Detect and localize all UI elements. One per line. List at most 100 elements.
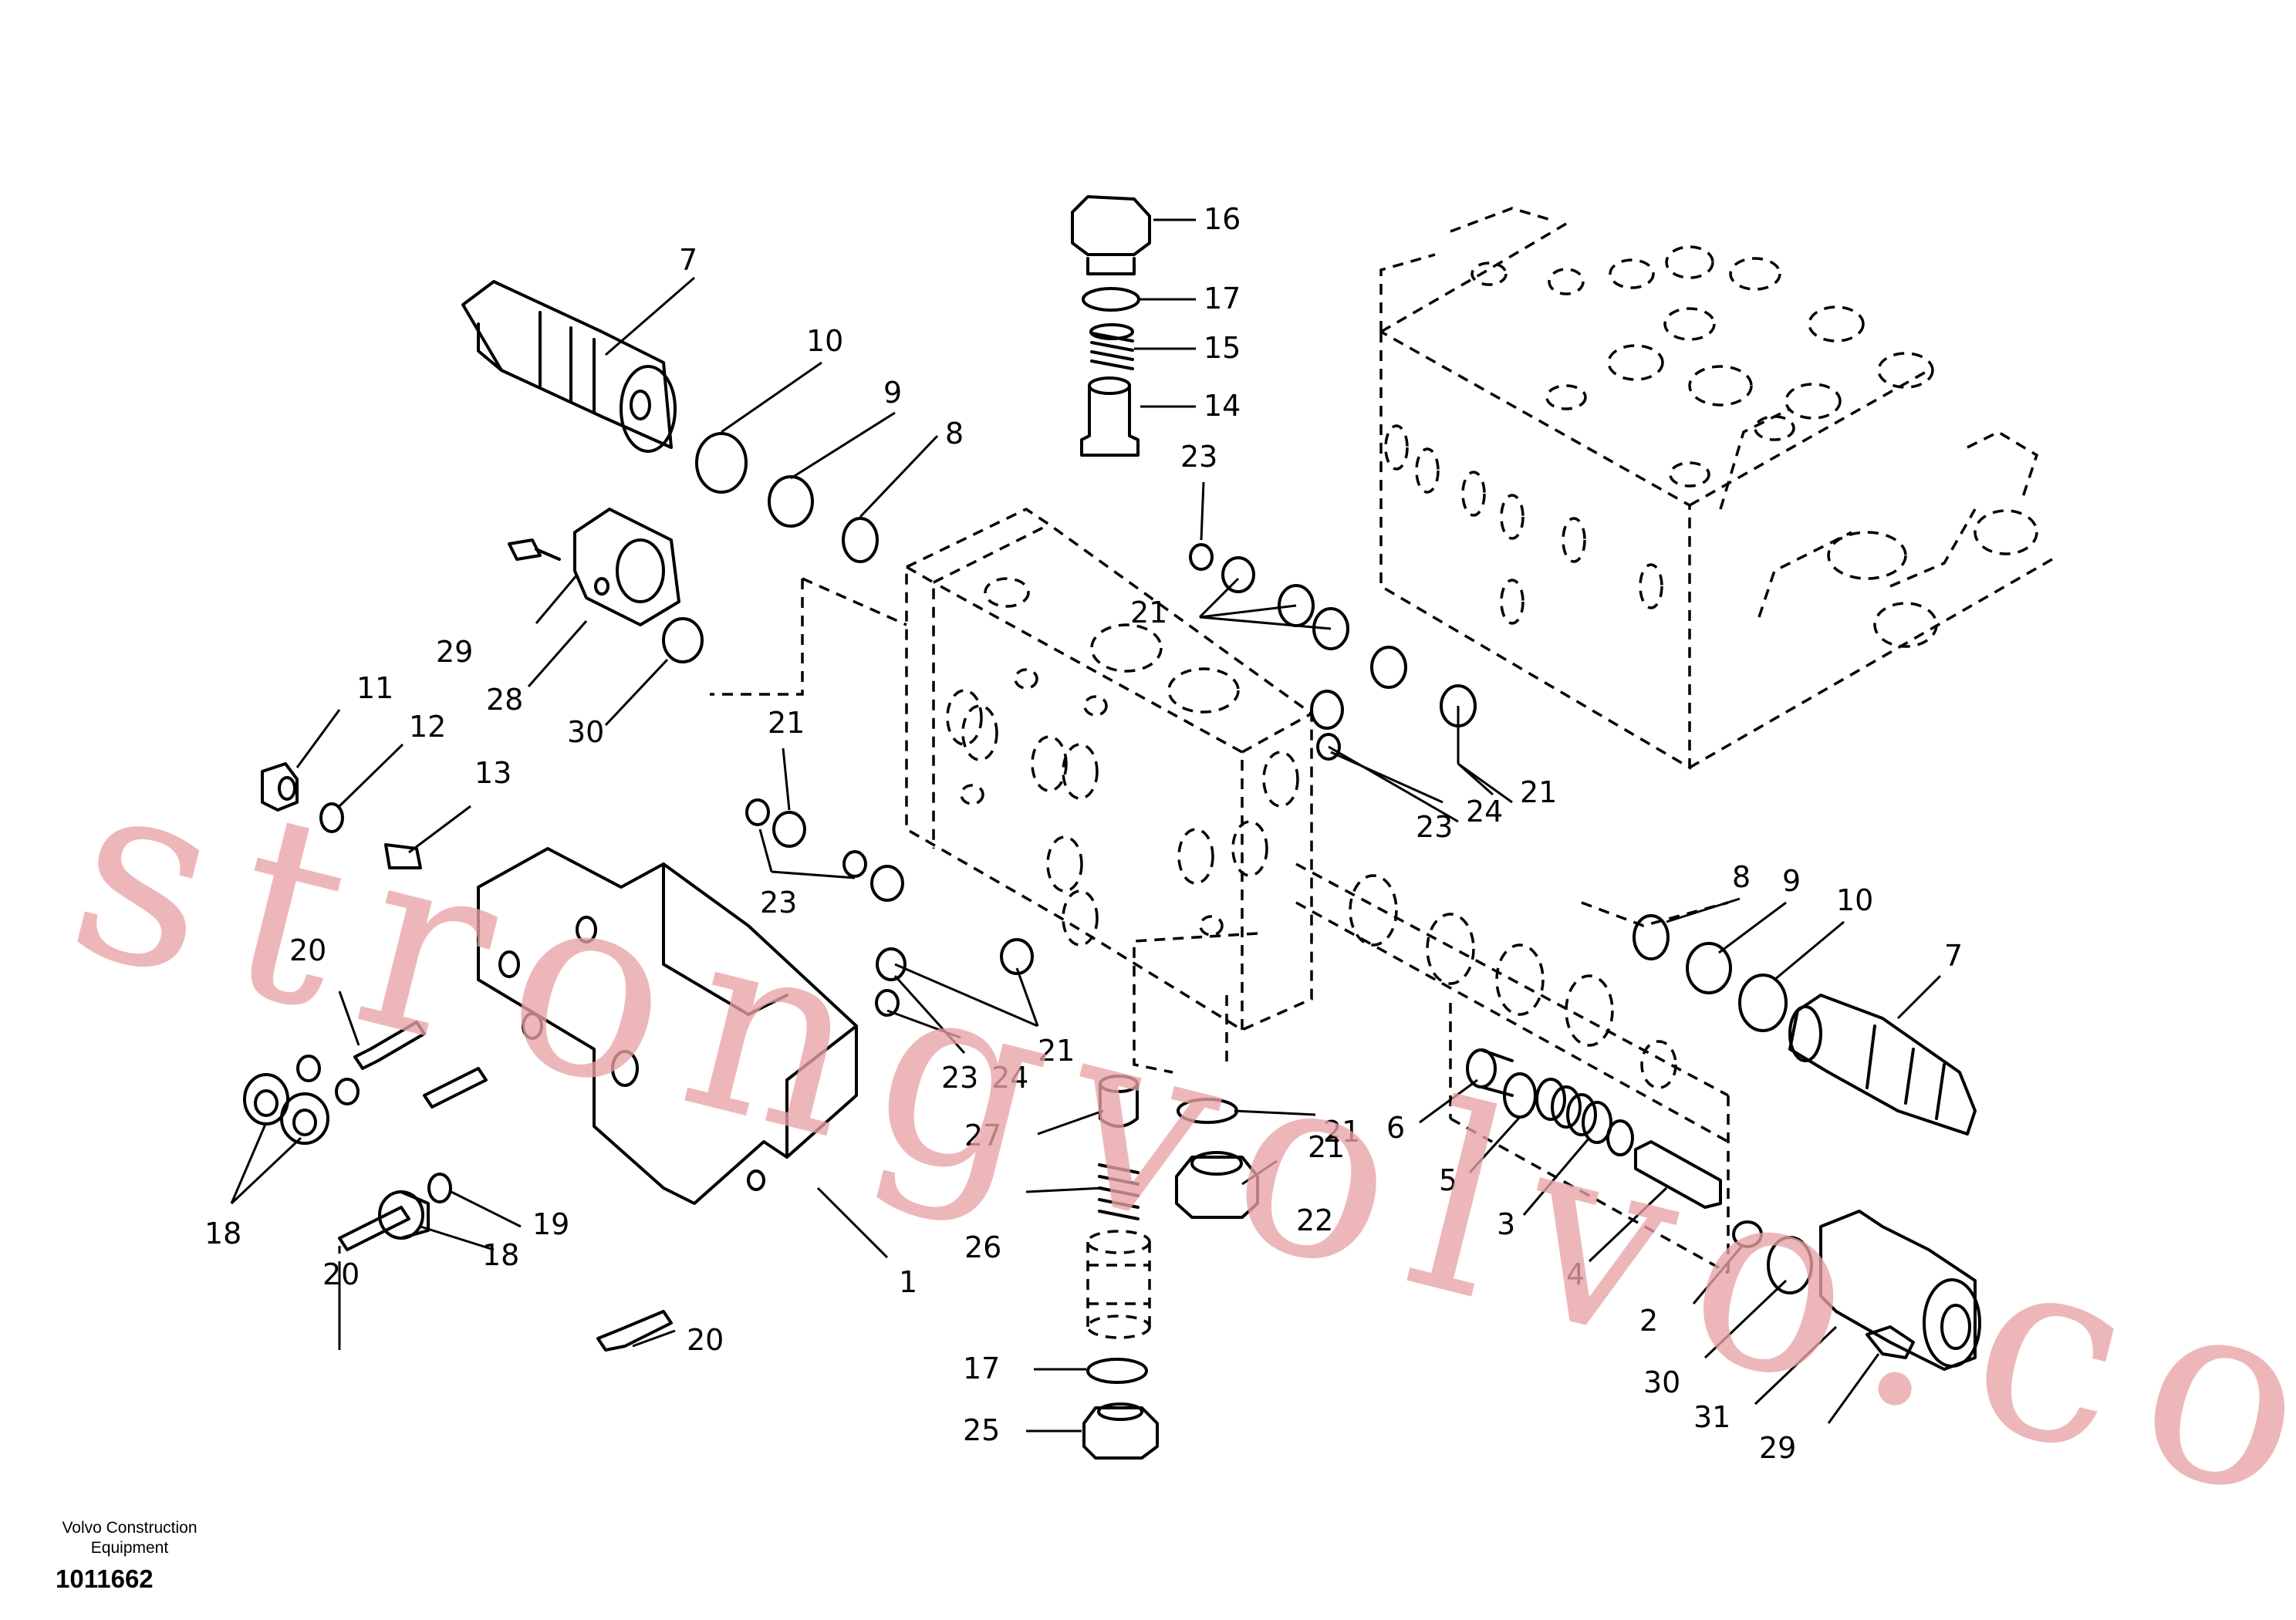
callout-17: 17: [963, 1352, 1000, 1385]
callout-15: 15: [1204, 331, 1241, 365]
callout-31: 31: [1693, 1400, 1730, 1434]
callout-20: 20: [322, 1257, 360, 1291]
plug-16: [1071, 195, 1151, 275]
backup-ring-9-lower: [1686, 942, 1732, 994]
o-ring-23-b: [1316, 733, 1341, 761]
stopper-4: [1634, 1140, 1722, 1209]
callout-27: 27: [964, 1119, 1001, 1153]
plug-2: [1732, 1220, 1763, 1248]
relief-valve-lower: [1788, 994, 1977, 1136]
brand-block: Volvo Construction Equipment: [22, 1518, 238, 1558]
callout-21: 21: [768, 706, 805, 740]
o-ring-8-upper: [842, 517, 879, 563]
callout-20: 20: [687, 1323, 724, 1357]
o-ring-21-d: [1370, 646, 1407, 689]
o-ring-17-top: [1082, 287, 1140, 312]
spring-15-top: [1089, 323, 1134, 370]
plug-18-c: [378, 1190, 430, 1240]
sleeve-14: [1080, 376, 1140, 457]
o-ring-30-upper: [662, 617, 704, 663]
callout-23: 23: [1416, 810, 1453, 844]
fitting-13: [384, 843, 422, 869]
callout-23: 23: [1180, 440, 1217, 474]
callout-18: 18: [204, 1217, 241, 1250]
callout-8: 8: [945, 417, 964, 451]
section-block: [710, 507, 1313, 1074]
brand-line-1: Volvo Construction: [62, 1519, 198, 1537]
callout-11: 11: [356, 671, 393, 705]
callout-28: 28: [486, 683, 523, 717]
callout-21: 21: [1520, 775, 1557, 809]
bolt-29-lower: [1866, 1325, 1915, 1359]
o-ring-24-b: [876, 947, 907, 981]
plug-11: [261, 762, 299, 812]
o-ring-23-c: [745, 798, 770, 826]
callout-21: 21: [1130, 596, 1167, 629]
callout-25: 25: [963, 1413, 1000, 1447]
o-ring-23-a: [1189, 543, 1214, 571]
callout-21: 21: [1308, 1130, 1345, 1164]
callout-7: 7: [679, 243, 697, 277]
drawing-number: 1011662: [56, 1564, 154, 1593]
callout-labels: 16 17 15 14 7 10 9 8 23 21 29 28 30 11 1…: [204, 202, 1963, 1465]
callout-9: 9: [883, 376, 902, 410]
callout-2: 2: [1639, 1304, 1658, 1338]
callout-29: 29: [1759, 1431, 1796, 1465]
callout-10: 10: [806, 324, 843, 358]
o-ring-21-c: [1312, 607, 1349, 650]
o-ring-10-lower: [1738, 974, 1788, 1032]
valve-sleeve-lower: [1086, 1230, 1151, 1339]
callout-16: 16: [1204, 202, 1241, 236]
callout-18: 18: [482, 1238, 519, 1272]
callout-24: 24: [991, 1061, 1028, 1095]
callout-3: 3: [1497, 1207, 1515, 1241]
o-ring-21-f: [772, 811, 806, 848]
o-ring-21-a: [1221, 556, 1255, 593]
o-ring-8-lower: [1633, 914, 1670, 960]
callout-13: 13: [474, 756, 512, 790]
o-ring-30-lower: [1767, 1236, 1813, 1294]
o-ring-23-d: [842, 850, 867, 878]
watermark-text: strongvolvo.com: [47, 716, 2296, 1620]
o-ring-17-bottom: [1086, 1358, 1148, 1384]
callout-8: 8: [1732, 860, 1751, 894]
callout-12: 12: [409, 710, 446, 744]
callout-7: 7: [1944, 939, 1963, 973]
callout-23: 23: [760, 886, 797, 920]
callout-23: 23: [941, 1061, 978, 1095]
callout-5: 5: [1439, 1163, 1457, 1197]
o-ring-left-b: [335, 1078, 360, 1105]
callout-22: 22: [1296, 1203, 1333, 1237]
o-ring-10-upper: [695, 432, 748, 494]
callout-24: 24: [1466, 795, 1503, 829]
bolt-20-d: [596, 1310, 673, 1352]
plug-18-b: [280, 1092, 329, 1145]
o-ring-21-g: [870, 865, 904, 902]
leader-lines: [230, 218, 1942, 1433]
poppet-27: [1099, 1075, 1139, 1128]
callout-6: 6: [1386, 1111, 1405, 1145]
callout-14: 14: [1204, 389, 1241, 423]
cover-plate: [477, 847, 858, 1205]
o-ring-23-e: [875, 989, 900, 1017]
o-ring-24-a: [1310, 690, 1344, 730]
brand-line-2: Equipment: [90, 1539, 169, 1557]
flange-28: [573, 508, 680, 626]
callout-21: 21: [1038, 1034, 1075, 1068]
callout-26: 26: [964, 1230, 1001, 1264]
plug-25: [1082, 1402, 1159, 1460]
spool-bore: [1295, 862, 1730, 1274]
callout-29: 29: [436, 635, 473, 669]
o-ring-21-h: [1000, 938, 1034, 975]
o-ring-19: [427, 1173, 452, 1203]
o-ring-left-a: [296, 1055, 321, 1082]
bolt-20-a: [353, 1021, 426, 1070]
callout-9: 9: [1782, 864, 1801, 898]
solenoid-31: [1819, 1210, 1981, 1371]
relief-valve-upper: [461, 280, 677, 453]
callout-30: 30: [1643, 1365, 1680, 1399]
callout-19: 19: [532, 1207, 569, 1241]
callout-4: 4: [1566, 1257, 1585, 1291]
o-ring-12: [319, 802, 344, 833]
